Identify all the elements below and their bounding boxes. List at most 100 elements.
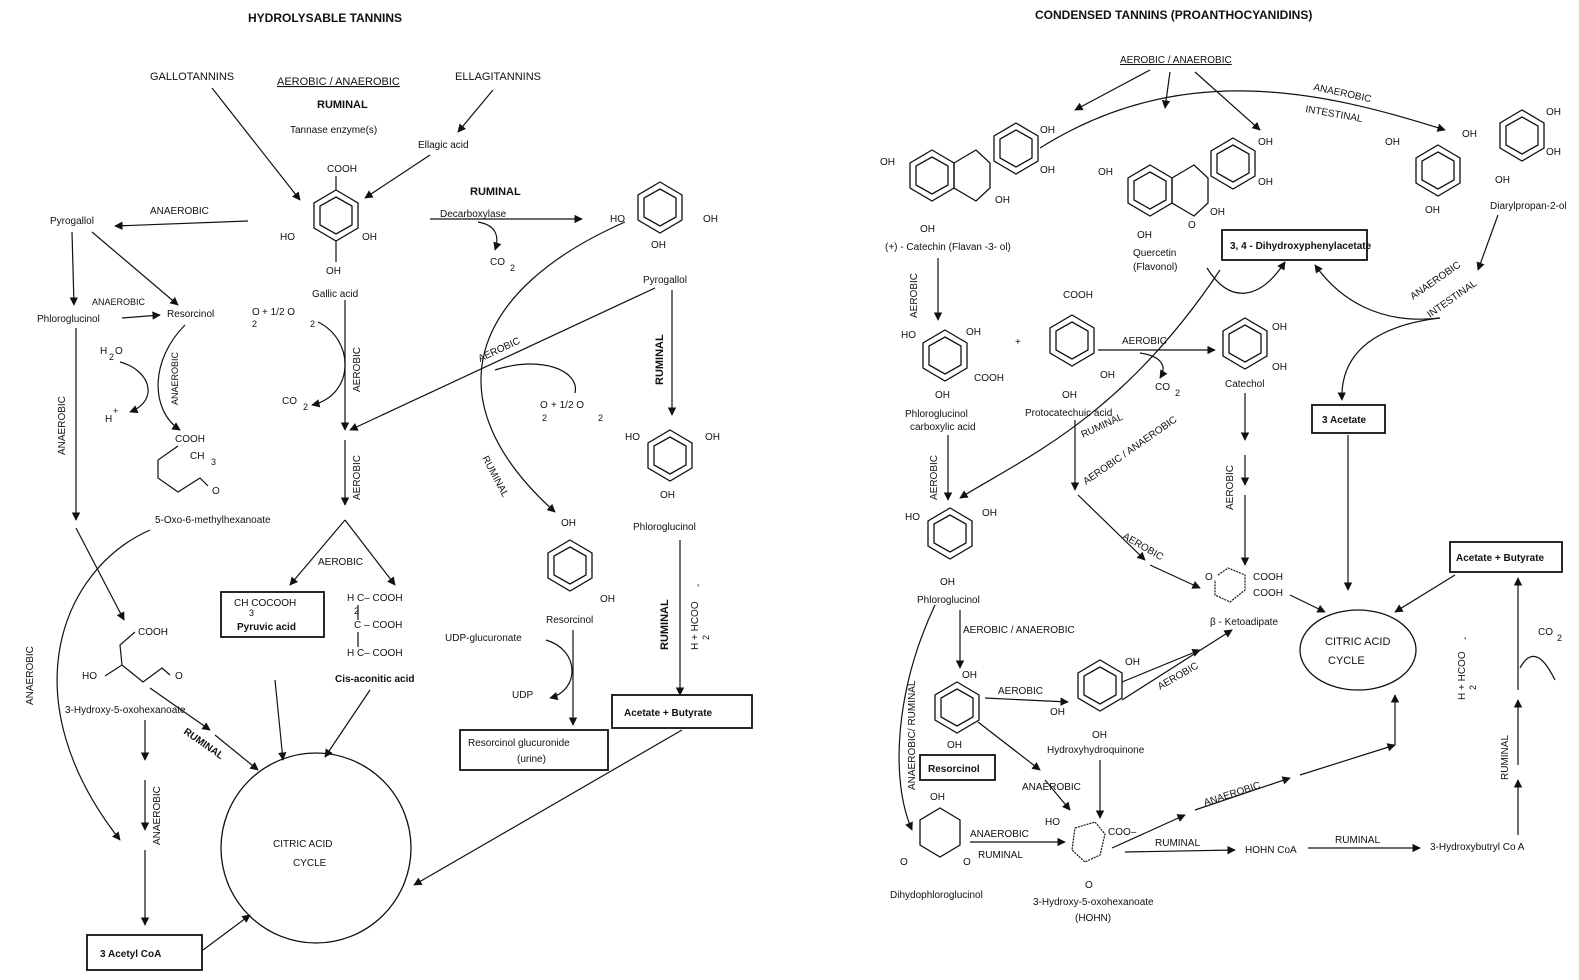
left-aerobic-anaerobic-label: AEROBIC / ANAEROBIC: [277, 76, 400, 88]
oxo-chain: [157, 445, 209, 493]
to-acetate-curve-arrow: [1337, 317, 1441, 401]
hydroxybutryl-label: 3-Hydroxybutryl Co A: [1430, 842, 1525, 853]
right-aerobic-anaerobic: AEROBIC / ANAEROBIC: [1120, 55, 1232, 66]
aconitic-hc-2: H C– COOH: [347, 648, 403, 659]
quercetin-oh5: OH: [1137, 230, 1152, 241]
acetyl-coa-label: 3 Acetyl CoA: [100, 949, 161, 960]
pyrogallol-to-resorcinol-ruminal-arrow: [480, 221, 626, 513]
gallotannins-label: GALLOTANNINS: [150, 71, 234, 83]
phl-oh2: OH: [940, 577, 955, 588]
proto-to-keto-1: [1077, 494, 1146, 561]
oxo-o: O: [212, 486, 220, 497]
left-title: HYDROLYSABLE TANNINS: [248, 11, 402, 25]
ruminal-to-citric-arrow: [214, 734, 259, 771]
ellagitannins-label: ELLAGITANNINS: [455, 71, 541, 83]
pcc-ho: HO: [901, 330, 916, 341]
gallic-acid-label: Gallic acid: [312, 289, 358, 300]
aconitic-hc-1: H C– COOH: [347, 593, 403, 604]
h2-hcoo-right: H + HCOO: [1457, 651, 1468, 700]
anaerobic-vertical-small: ANAEROBIC: [170, 351, 180, 405]
citric-acid-cycle-right: [1299, 609, 1417, 691]
fork-to-pyruvic-arrow: [289, 519, 346, 586]
hydroxyhydroquinone-label: Hydroxyhydroquinone: [1047, 745, 1145, 756]
diarylpropan-label: Diarylpropan-2-ol: [1490, 201, 1567, 212]
pyruvic-to-citric-arrow: [274, 679, 287, 761]
anaerobic-vertical-left: ANAEROBIC: [57, 396, 68, 455]
urine-label: (urine): [517, 754, 546, 765]
co2-curve-right: [1519, 655, 1556, 681]
proto-oh1: OH: [1100, 370, 1115, 381]
phloroglucinol-right-oh2: OH: [660, 490, 675, 501]
ruminal-decarboxylase-label: RUMINAL: [470, 186, 521, 198]
anaerobic-to-hohn-arrow: [1044, 779, 1071, 811]
hydroxyhydroquinone-structure: [1077, 659, 1123, 712]
catechol-oh1: OH: [1272, 322, 1287, 333]
proto-cooh: COOH: [1063, 290, 1093, 301]
phl-oh1: OH: [982, 508, 997, 519]
co2-left: CO: [282, 396, 297, 407]
anaerobic-vertical-l3: ANAEROBIC: [25, 646, 36, 705]
aerobic-vertical-2: AEROBIC: [352, 455, 363, 500]
diaryl-oh4: OH: [1546, 147, 1561, 158]
aerobic-res: AEROBIC: [998, 686, 1043, 697]
ruminal-diagonal-label: RUMINAL: [479, 454, 510, 499]
res-to-hq-arrow: [984, 697, 1069, 706]
quercetin-to-dhpa-arrow: [1206, 261, 1286, 294]
co2-left-sub: 2: [303, 402, 308, 412]
catechin-oh1: OH: [880, 157, 895, 168]
phl-to-dihydro-arrow: [898, 604, 936, 831]
acetyl-coa-box: [86, 934, 203, 971]
hohn-anaerobic-arrow-1: [1111, 814, 1186, 849]
o2-loop-arrow: [311, 321, 346, 408]
left-ruminal-label: RUMINAL: [317, 99, 368, 111]
quercetin-to-phloroglucinol-arrow: [959, 269, 1221, 499]
ruminal-diagonal-2: RUMINAL: [181, 726, 225, 761]
dhp-oh: OH: [930, 792, 945, 803]
aerobic-fork-label: AEROBIC: [318, 557, 363, 568]
ellagic-acid-label: Ellagic acid: [418, 140, 469, 151]
resorcinol-r-label: Resorcinol: [928, 764, 980, 775]
pyrogallol-ho: HO: [610, 214, 625, 225]
pcc-oh2: OH: [935, 390, 950, 401]
gallotannins-arrow: [211, 87, 301, 201]
hohn-label-1: 3-Hydroxy-5-oxohexanoate: [1033, 897, 1154, 908]
resorcinol-mid-structure: [547, 539, 593, 592]
co2-proto: CO: [1155, 382, 1170, 393]
ch3cocooh-sub: 3: [249, 608, 254, 618]
hydroxy-chain-1: [104, 631, 136, 677]
o2-left-sub2: 2: [310, 319, 315, 329]
o2-right-sub2: 2: [598, 413, 603, 423]
o2-right-rest: + 1/2 O: [551, 400, 584, 411]
fork-to-aconitic-arrow: [344, 519, 396, 586]
diarylpropanol-structure: [1415, 109, 1545, 197]
protocatechuic-structure: [1049, 314, 1095, 367]
resorcinol-glucuronide-box: [459, 729, 609, 771]
hplus-h: H: [105, 414, 112, 425]
diaryl-oh5: OH: [1495, 175, 1510, 186]
phloroglucinol-r-label: Phloroglucinol: [917, 595, 980, 606]
co2-decarb: CO: [490, 257, 505, 268]
catechol-label: Catechol: [1225, 379, 1264, 390]
aconitic-2: 2: [354, 606, 359, 616]
right-top-arrow-mid: [1161, 71, 1171, 109]
acetate-butyrate-to-citric-arrow: [1394, 574, 1456, 613]
hq-oh1: OH: [1125, 657, 1140, 668]
o2-right-o: O: [540, 400, 548, 411]
phloroglucinol-r-structure: [927, 507, 973, 560]
ellagitannins-arrow: [457, 89, 494, 133]
citric-left-line1: CITRIC ACID: [273, 839, 332, 850]
acetate-butyrate-left-box: [611, 694, 753, 729]
proto-oh2: OH: [1062, 390, 1077, 401]
keto-o: O: [1205, 572, 1213, 583]
phloroglucinol-carboxylic-structure: [922, 329, 968, 382]
hcoo-minus-left: -: [693, 584, 704, 587]
gallic-cooh: COOH: [327, 164, 357, 175]
aconitic-to-citric-arrow: [324, 689, 371, 758]
hydroxy-o: O: [175, 671, 183, 682]
co2-decarb-sub: 2: [510, 263, 515, 273]
aerobic-vert-catechol: AEROBIC: [1225, 465, 1236, 510]
h2o-sub: 2: [109, 352, 114, 362]
o2-left-rest: + 1/2 O: [262, 307, 295, 318]
